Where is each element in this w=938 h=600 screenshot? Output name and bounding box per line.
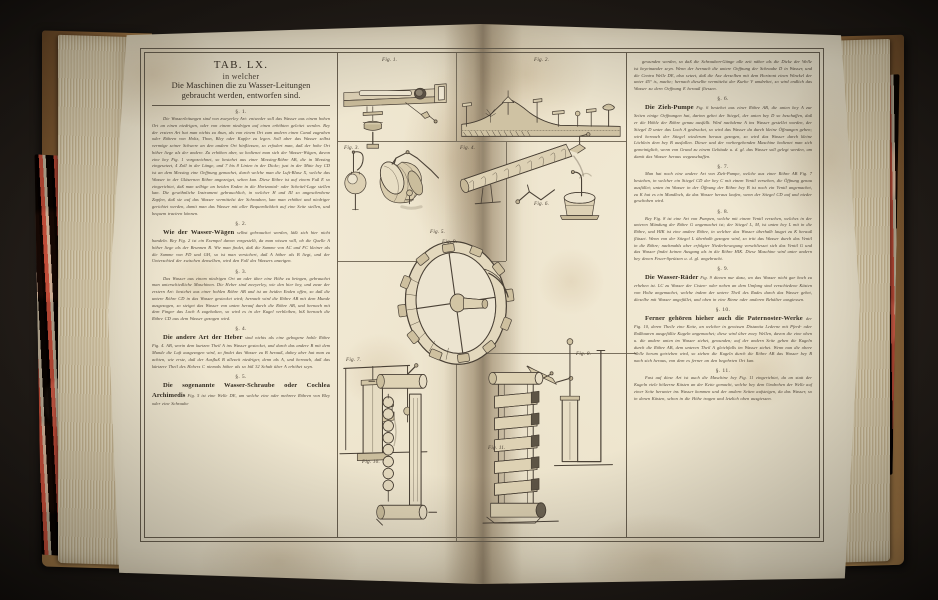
section-1: §. 1. Die Wasserleitungen sind von zweye… (152, 109, 330, 217)
section-marker: §. 7. (717, 164, 729, 171)
section-body: Das Wasser aus einem niedrigen Ort an od… (152, 275, 330, 322)
section-2: §. 2. Wie der Wasser-Wägen selbst gebrau… (152, 221, 330, 265)
section-body: Die Wasserleitungen sind von zweyerley A… (152, 116, 330, 216)
text-column-left: TAB. LX. in welcher Die Maschinen die zu… (145, 53, 338, 537)
figure-3-artwork (345, 151, 366, 210)
engraved-plate: TAB. LX. in welcher Die Maschinen die zu… (140, 48, 824, 542)
title-line-1: Die Maschinen die zu Wasser-Leitungen (171, 81, 311, 90)
section-body: Die andere Art der Heber sind nichts als… (152, 333, 330, 370)
section-runin: Die andere Art der Heber (163, 334, 243, 342)
section-text: der Fig. 10, deren Theile eine Kette, an… (634, 316, 812, 364)
section-text: Fig. 6 bestehet aus einer Röhre AB, die … (634, 105, 812, 159)
fig-label-10: Fig. 10. (362, 459, 380, 465)
figure-6-artwork (516, 170, 599, 219)
fig-label-2: Fig. 2. (534, 57, 550, 63)
section-marker: §. 1. (235, 109, 247, 115)
section-5: §. 5. Die sogenannte Wasser-Schraube ode… (152, 374, 330, 408)
plate-title-block: TAB. LX. in welcher Die Maschinen die zu… (152, 59, 330, 106)
section-6: §. 6. Die Zieh-Pumpe Fig. 6 bestehet aus… (634, 96, 812, 160)
figure-panel: Fig. 1. Fig. 2. Fig. 3. Fig. 4. Fig. 5. … (338, 53, 636, 541)
fig-label-5: Fig. 5. (430, 229, 446, 235)
title-line-2: gebraucht werden, entworfen sind. (181, 91, 301, 101)
figure-8-artwork (527, 339, 612, 466)
fig-label-8: Fig. 8. (576, 351, 592, 357)
section-marker: §. 3. (235, 268, 247, 275)
section-4: §. 4. Die andere Art der Heber sind nich… (152, 326, 330, 370)
section-runin: Die Wasser-Räder (645, 274, 699, 282)
fig-label-3: Fig. 3. (344, 145, 360, 151)
figure-1-artwork (344, 84, 446, 148)
fig-label-1: Fig. 1. (382, 57, 398, 63)
section-runin: Wie der Wasser-Wägen (163, 228, 235, 236)
fig-label-4: Fig. 4. (460, 145, 476, 151)
section-body: Ferner gehören hieher auch die Paternost… (634, 314, 812, 365)
section-11: §. 11. Fast auf diese Art ist auch die M… (634, 368, 812, 402)
section-continuation: gewunden werden, so daß die Schrauben-Gä… (634, 59, 812, 92)
section-marker: §. 11. (715, 368, 731, 375)
fig-label-6: Fig. 6. (534, 201, 550, 207)
fig-label-7: Fig. 7. (346, 357, 362, 363)
tab-number: TAB. LX. (213, 59, 269, 71)
section-body: Die Wasser-Räder Fig. 9 dienen nur dazu,… (634, 273, 812, 303)
section-runin: Die Zieh-Pumpe (645, 104, 694, 112)
figure-2-artwork (462, 91, 620, 137)
section-body: Bey Fig. 8 ist eine Art von Pumpen, welc… (634, 215, 812, 262)
section-body: Die Zieh-Pumpe Fig. 6 bestehet aus einer… (634, 103, 812, 160)
section-marker: §. 9. (717, 266, 729, 273)
section-body: Die sogenannte Wasser-Schraube oder Coch… (152, 381, 330, 408)
title-in-welcher: in welcher (222, 71, 260, 81)
fig-label-9: Fig. 9. (442, 239, 458, 245)
section-body: Man hat noch eine andere Art von Zieh-Pu… (634, 171, 812, 204)
section-3: §. 3. Das Wasser aus einem niedrigen Ort… (152, 269, 330, 323)
section-8: §. 8. Bey Fig. 8 ist eine Art von Pumpen… (634, 209, 812, 263)
section-marker: §. 4. (235, 326, 247, 333)
figure-4-artwork (376, 151, 439, 209)
section-runin: Ferner gehören hieher auch die Paternost… (645, 315, 803, 323)
section-marker: §. 10. (715, 307, 731, 314)
section-10: §. 10. Ferner gehören hieher auch die Pa… (634, 307, 812, 365)
figure-9-artwork (390, 235, 521, 371)
plate-engraving (338, 53, 626, 537)
section-marker: §. 5. (235, 374, 247, 380)
section-body: Wie der Wasser-Wägen selbst gebrauchet w… (152, 228, 330, 265)
fig-label-11: Fig. 11. (488, 445, 506, 451)
open-book: TAB. LX. in welcher Die Maschinen die zu… (12, 6, 926, 594)
section-marker: §. 2. (235, 220, 247, 227)
section-marker: §. 6. (717, 96, 729, 103)
section-body: Fast auf diese Art ist auch die Maschine… (634, 375, 812, 401)
section-7: §. 7. Man hat noch eine andere Art von Z… (634, 164, 812, 205)
section-9: §. 9. Die Wasser-Räder Fig. 9 dienen nur… (634, 266, 812, 303)
text-column-right: gewunden werden, so daß die Schrauben-Gä… (626, 53, 819, 537)
section-marker: §. 8. (717, 208, 729, 215)
